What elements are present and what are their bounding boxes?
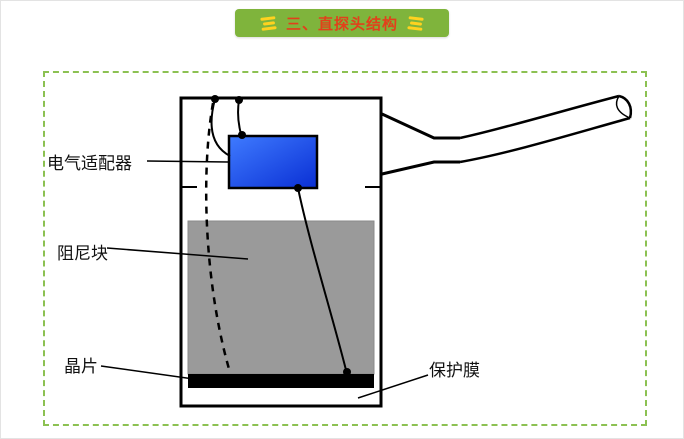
leader-lines bbox=[100, 160, 429, 399]
electrical-adapter-shape bbox=[227, 134, 319, 190]
label-protective-film: 保护膜 bbox=[429, 361, 480, 381]
section-banner: 三、直探头结构 bbox=[235, 9, 449, 37]
label-damping-block: 阻尼块 bbox=[57, 244, 108, 264]
wires bbox=[204, 95, 351, 376]
label-crystal: 晶片 bbox=[64, 357, 98, 377]
section-title: 三、直探头结构 bbox=[285, 14, 398, 33]
cable bbox=[381, 94, 633, 176]
label-electrical-adapter: 电气适配器 bbox=[47, 154, 132, 174]
damping-block-shape bbox=[187, 220, 375, 375]
crystal-shape bbox=[188, 374, 374, 388]
